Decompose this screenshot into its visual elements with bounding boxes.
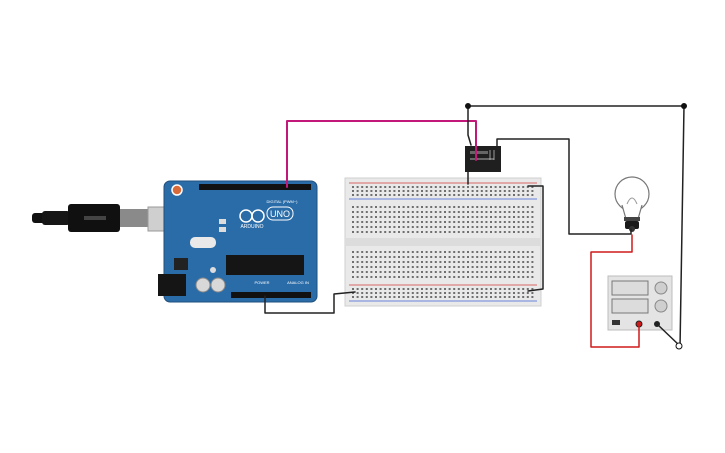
signal-wire[interactable] bbox=[286, 120, 477, 188]
supply-negative-wire[interactable] bbox=[656, 323, 681, 347]
wires bbox=[264, 103, 687, 350]
power-pins-label: POWER bbox=[254, 280, 269, 285]
analog-pins-label: ANALOG IN bbox=[287, 280, 309, 285]
arduino-model-label: UNO bbox=[270, 209, 290, 219]
arduino-board[interactable]: ARDUINO UNO DIGITAL (PWM~) POWER ANALOG … bbox=[158, 180, 318, 303]
power-supply[interactable] bbox=[607, 275, 673, 331]
lamp-positive-wire[interactable] bbox=[590, 234, 640, 348]
breadboard-holes bbox=[352, 186, 534, 298]
light-bulb[interactable] bbox=[614, 176, 650, 232]
arduino-brand-label: ARDUINO bbox=[240, 224, 263, 230]
right-wire[interactable] bbox=[679, 105, 685, 349]
breadboard[interactable] bbox=[344, 177, 542, 307]
relay-lamp-wire[interactable] bbox=[496, 138, 632, 235]
usb-cable[interactable] bbox=[32, 204, 185, 232]
digital-pins-label: DIGITAL (PWM~) bbox=[267, 199, 299, 204]
ground-wire[interactable] bbox=[264, 291, 356, 314]
relay-supply-top-wire[interactable] bbox=[467, 105, 472, 146]
relay[interactable] bbox=[465, 146, 501, 172]
breadboard-right-wire[interactable] bbox=[527, 185, 544, 292]
